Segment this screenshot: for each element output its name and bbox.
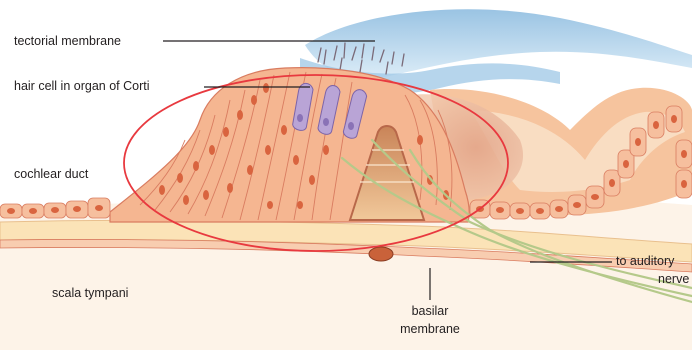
label-scala-tympani: scala tympani	[52, 286, 128, 301]
label-to-auditory-line1: to auditory	[616, 254, 674, 269]
vessel	[369, 247, 393, 261]
label-basilar-line2: membrane	[395, 322, 465, 337]
label-hair-cell: hair cell in organ of Corti	[14, 79, 149, 94]
label-to-auditory-line2: nerve	[658, 272, 689, 287]
label-tectorial-membrane: tectorial membrane	[14, 34, 121, 49]
label-basilar-line1: basilar	[405, 304, 455, 319]
label-cochlear-duct: cochlear duct	[14, 167, 88, 182]
